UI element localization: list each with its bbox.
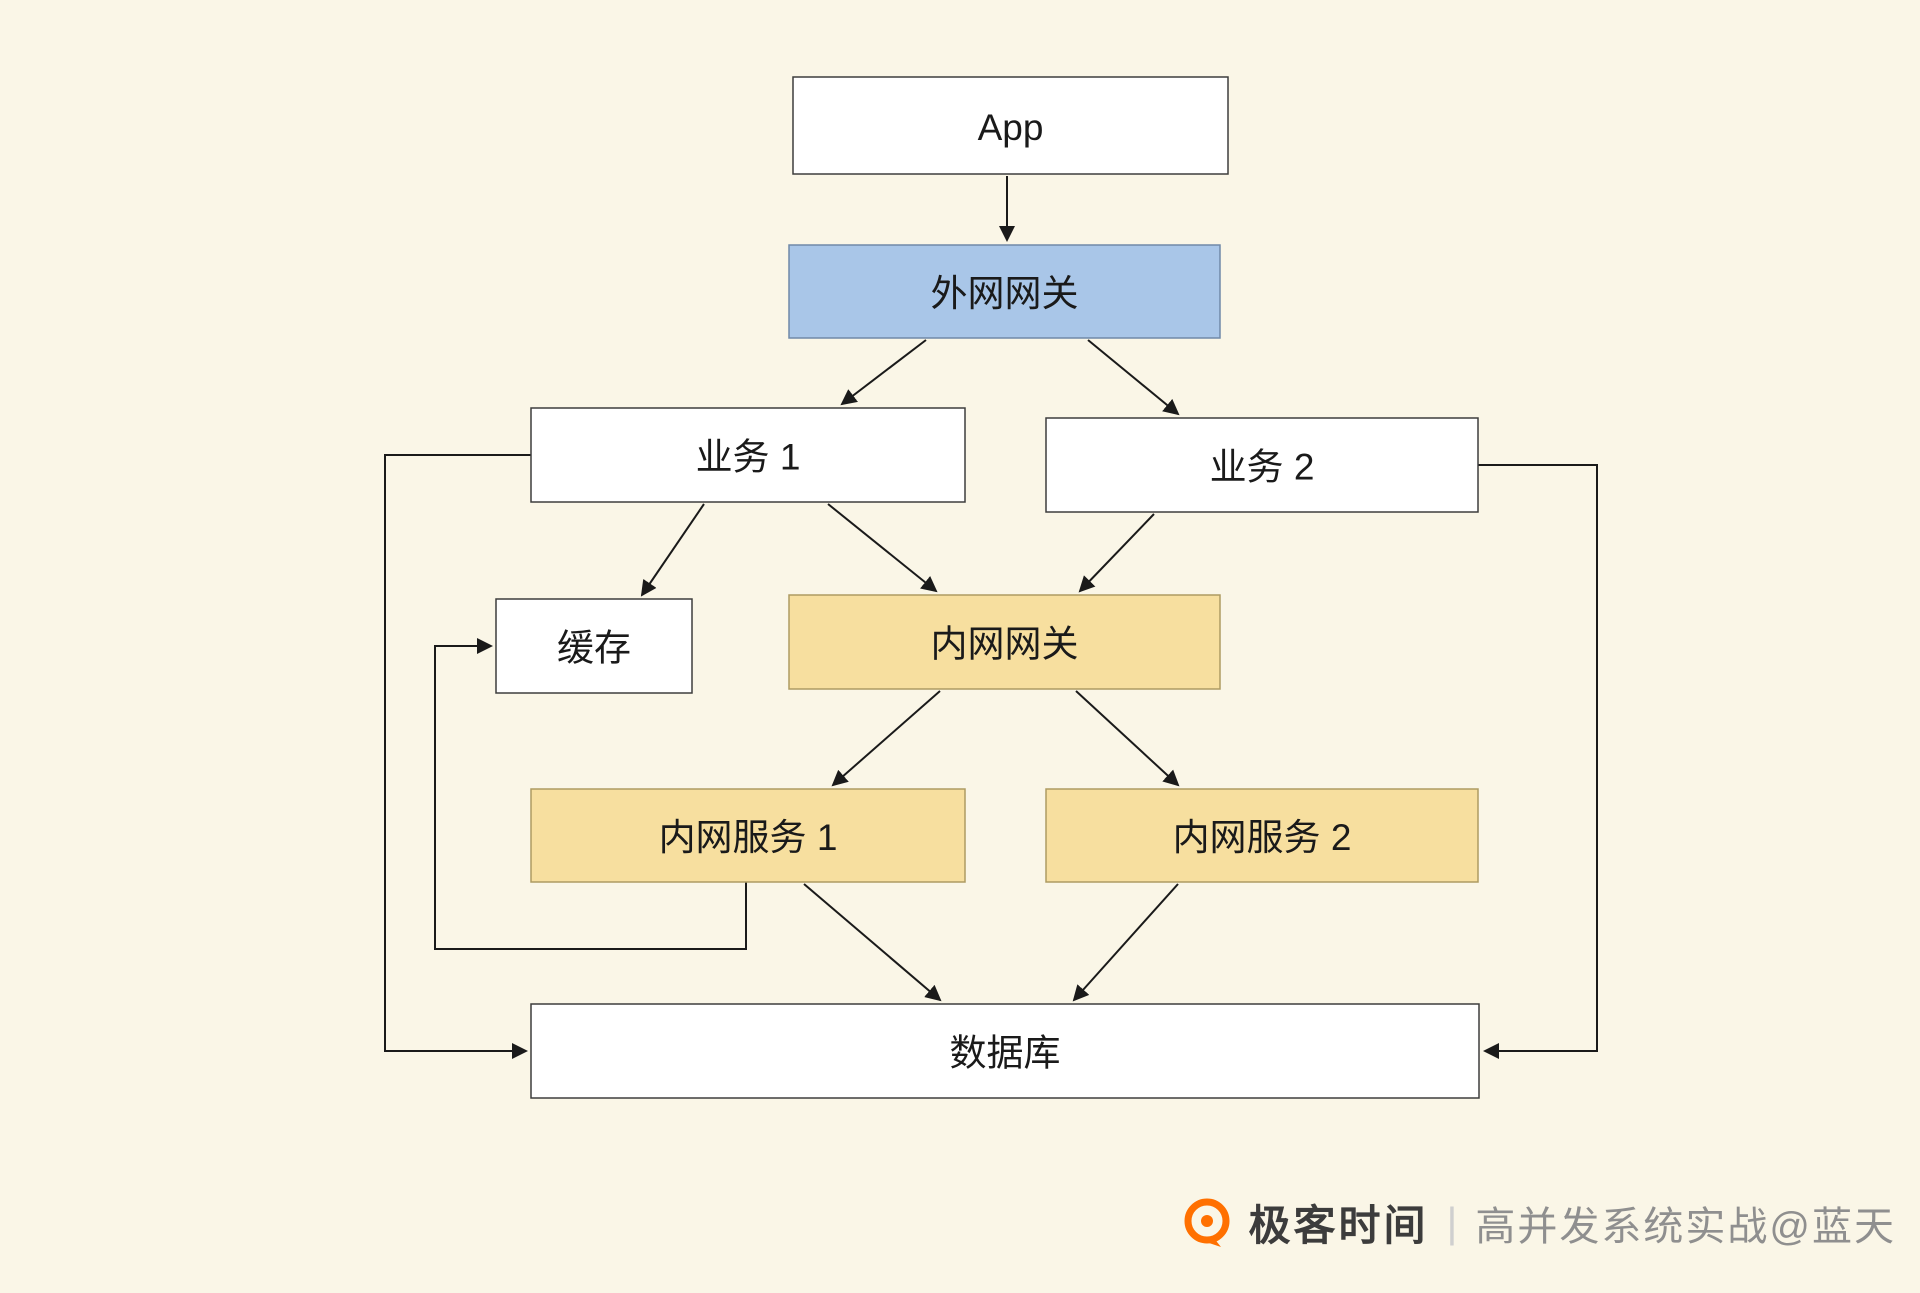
node-box-internal-gateway bbox=[788, 594, 1221, 690]
node-label-external-gateway: 外网网关 bbox=[931, 273, 1079, 314]
edge-business-1-to-internal-gateway bbox=[827, 503, 938, 593]
node-business-1: 业务 1 bbox=[530, 407, 966, 503]
node-cache: 缓存 bbox=[495, 598, 693, 694]
node-box-internal-service-2 bbox=[1045, 788, 1479, 883]
edge-internal-service-1-to-database bbox=[803, 883, 942, 1002]
edge-business-2-right-to-database bbox=[1478, 464, 1598, 1059]
node-box-database bbox=[530, 1003, 1480, 1099]
node-box-app bbox=[792, 76, 1229, 175]
edge-internal-service-2-to-database bbox=[1072, 883, 1179, 1002]
node-internal-gateway: 内网网关 bbox=[788, 594, 1221, 690]
node-label-internal-service-2: 内网服务 2 bbox=[1173, 817, 1352, 858]
brand-name: 极客时间 bbox=[1248, 1202, 1429, 1249]
node-external-gateway: 外网网关 bbox=[788, 244, 1221, 339]
divider: | bbox=[1446, 1198, 1458, 1246]
node-label-cache: 缓存 bbox=[557, 628, 631, 669]
edge-internal-gateway-to-internal-service-1 bbox=[831, 690, 941, 787]
node-box-internal-service-1 bbox=[530, 788, 966, 883]
edge-external-gateway-to-business-2 bbox=[1087, 339, 1180, 416]
node-label-database: 数据库 bbox=[950, 1033, 1061, 1074]
node-box-business-2 bbox=[1045, 417, 1479, 513]
edge-business-2-to-internal-gateway bbox=[1078, 513, 1155, 593]
edge-internal-service-1-loop-to-cache bbox=[434, 638, 747, 950]
node-label-app: App bbox=[978, 107, 1044, 148]
node-label-business-1: 业务 1 bbox=[696, 437, 801, 478]
node-box-business-1 bbox=[530, 407, 966, 503]
node-box-external-gateway bbox=[788, 244, 1221, 339]
node-internal-service-1: 内网服务 1 bbox=[530, 788, 966, 883]
course-caption: 高并发系统实战@蓝天 bbox=[1475, 1204, 1896, 1249]
node-label-internal-service-1: 内网服务 1 bbox=[659, 817, 838, 858]
edge-business-1-to-cache bbox=[640, 503, 705, 597]
node-label-business-2: 业务 2 bbox=[1210, 447, 1315, 488]
node-app: App bbox=[792, 76, 1229, 175]
edge-internal-gateway-to-internal-service-2 bbox=[1075, 690, 1180, 787]
node-internal-service-2: 内网服务 2 bbox=[1045, 788, 1479, 883]
node-label-internal-gateway: 内网网关 bbox=[931, 624, 1079, 665]
node-box-cache bbox=[495, 598, 693, 694]
watermark: 极客时间 | 高并发系统实战@蓝天 bbox=[1180, 1192, 1896, 1253]
geektime-logo bbox=[1184, 1198, 1230, 1247]
edge-business-1-left-to-database bbox=[384, 454, 531, 1059]
node-business-2: 业务 2 bbox=[1045, 417, 1479, 513]
node-database: 数据库 bbox=[530, 1003, 1480, 1099]
edge-external-gateway-to-business-1 bbox=[840, 339, 927, 406]
